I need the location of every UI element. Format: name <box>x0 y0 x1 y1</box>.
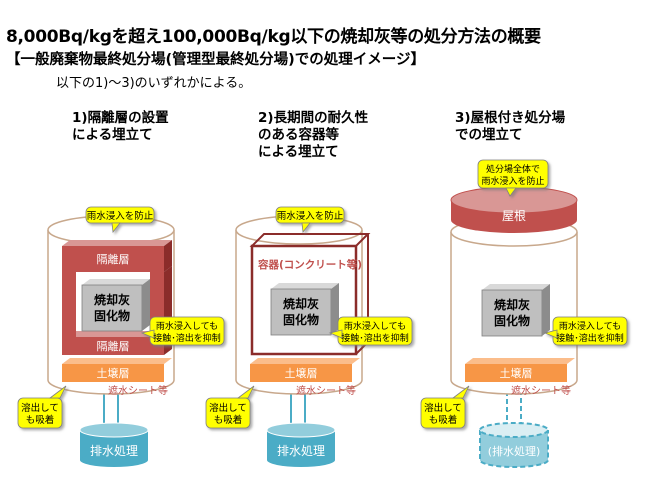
svg-text:溶出して: 溶出して <box>209 402 247 414</box>
drain-label-2: 排水処理 <box>277 444 325 458</box>
roof-3: 屋根 <box>450 186 578 233</box>
svg-text:土壌層: 土壌層 <box>500 367 533 380</box>
svg-text:固化物: 固化物 <box>494 313 530 328</box>
svg-text:雨水浸入しても: 雨水浸入しても <box>156 320 218 332</box>
container-label: 容器(コンクリート等) <box>257 258 362 271</box>
svg-text:雨水浸入を防止: 雨水浸入を防止 <box>87 210 154 222</box>
ash-block-2: 焼却灰 固化物 <box>270 283 339 336</box>
svg-text:雨水浸入しても: 雨水浸入しても <box>559 320 621 332</box>
soil-layer-1: 土壌層 <box>62 358 172 382</box>
svg-text:雨水浸入を防止: 雨水浸入を防止 <box>277 210 344 222</box>
soil-layer-2: 土壌層 <box>250 358 360 382</box>
ash-block-1: 焼却灰 固化物 <box>81 279 150 332</box>
method-note: 以下の1)～3)のいずれかによる。 <box>56 76 252 91</box>
rain-callout-2 <box>275 206 345 234</box>
sheet-label-1: 遮水シート等 <box>108 384 168 397</box>
ash-block-3: 焼却灰 固化物 <box>481 284 550 337</box>
svg-text:溶出して: 溶出して <box>424 402 462 414</box>
page-title: 8,000Bq/kgを超え100,000Bq/kg以下の焼却灰等の処分方法の概要 <box>6 27 541 47</box>
soil-layer-3: 土壌層 <box>465 358 575 382</box>
adsorb-callout-3 <box>420 385 470 429</box>
rain-callout-1 <box>85 206 155 234</box>
svg-text:も吸着: も吸着 <box>26 414 55 426</box>
roof-callout-3 <box>477 159 549 197</box>
svg-text:固化物: 固化物 <box>283 312 319 327</box>
svg-text:焼却灰: 焼却灰 <box>283 296 319 311</box>
sheet-label-3: 遮水シート等 <box>511 384 571 397</box>
contact-callout-3 <box>543 316 628 346</box>
contact-callout-1 <box>140 316 225 346</box>
drain-tank-1: 排水処理 <box>79 422 149 467</box>
method-1-diagram: 排水処理 土壌層 隔離層 隔離層 <box>17 206 225 467</box>
svg-text:接触･溶出を抑制: 接触･溶出を抑制 <box>556 332 624 344</box>
method-2-diagram: 排水処理 土壌層 容器(コンクリート等) 焼却灰 固化物 遮水シート等 <box>205 206 413 467</box>
sheet-label-2: 遮水シート等 <box>296 384 356 397</box>
method-3-diagram: (排水処理) 屋根 土壌層 焼却灰 固化物 遮水シート等 <box>420 159 628 468</box>
svg-text:雨水浸入を防止: 雨水浸入を防止 <box>481 175 544 187</box>
isolation-layer-upper: 隔離層 <box>97 252 130 266</box>
drain-label-1: 排水処理 <box>90 444 138 458</box>
svg-text:処分場全体で: 処分場全体で <box>486 163 540 175</box>
svg-text:接触･溶出を抑制: 接触･溶出を抑制 <box>341 332 409 344</box>
svg-text:も吸着: も吸着 <box>429 414 458 426</box>
method-1-heading: 1)隔離層の設置 による埋立て <box>72 110 169 143</box>
svg-text:溶出して: 溶出して <box>21 402 59 414</box>
svg-text:も吸着: も吸着 <box>214 414 243 426</box>
svg-text:焼却灰: 焼却灰 <box>494 297 530 312</box>
method-2-heading: 2)長期間の耐久性 のある容器等 による埋立て <box>258 110 369 160</box>
adsorb-callout-2 <box>205 385 255 429</box>
container-box-2: 容器(コンクリート等) <box>249 233 371 356</box>
contact-callout-2 <box>328 316 413 346</box>
isolation-layer-box-1: 隔離層 隔離層 <box>62 240 172 355</box>
adsorb-callout-1 <box>17 385 67 429</box>
svg-text:土壌層: 土壌層 <box>285 367 318 380</box>
drain-label-3: (排水処理) <box>488 444 541 458</box>
drain-tank-2: 排水処理 <box>266 422 336 467</box>
drain-tank-3: (排水処理) <box>479 422 549 468</box>
svg-text:焼却灰: 焼却灰 <box>94 292 130 307</box>
isolation-layer-lower: 隔離層 <box>97 339 130 353</box>
svg-text:雨水浸入しても: 雨水浸入しても <box>344 320 406 332</box>
method-3-heading: 3)屋根付き処分場 での埋立て <box>455 110 566 143</box>
svg-text:固化物: 固化物 <box>94 308 130 323</box>
svg-text:屋根: 屋根 <box>502 209 526 223</box>
svg-text:土壌層: 土壌層 <box>97 367 130 380</box>
svg-text:接触･溶出を抑制: 接触･溶出を抑制 <box>153 332 221 344</box>
page-subtitle: 【一般廃棄物最終処分場(管理型最終処分場)での処理イメージ】 <box>6 52 425 68</box>
